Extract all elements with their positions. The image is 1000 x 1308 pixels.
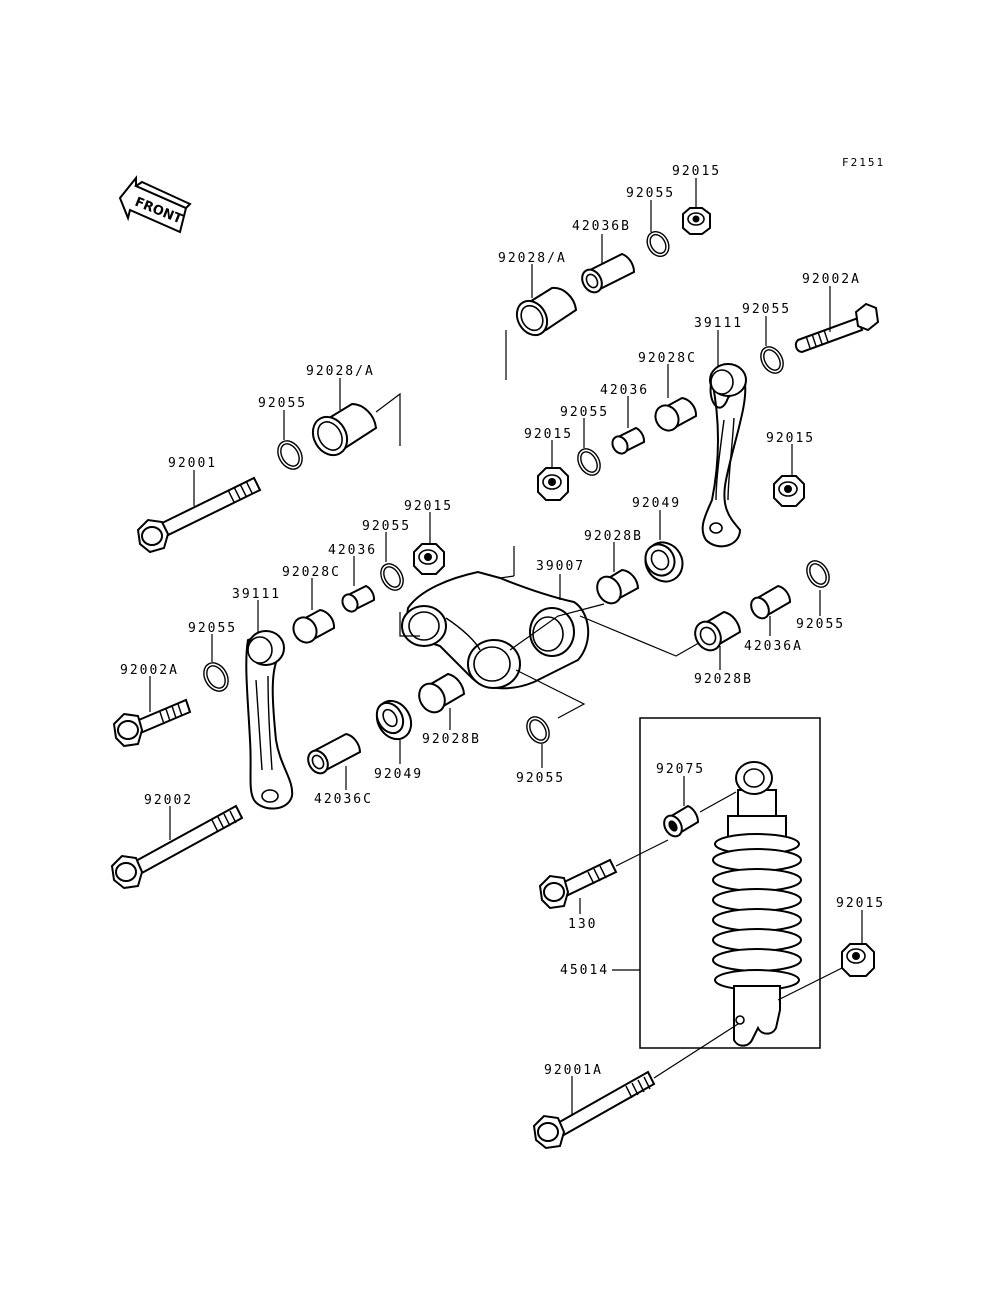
sleeve-42036B (581, 252, 636, 294)
label-92055-right-top: 92055 (742, 302, 791, 317)
nut-92015-top (682, 207, 711, 235)
label-92002A-left: 92002A (120, 663, 179, 678)
bushing-92028B-lower (418, 672, 466, 714)
label-39007: 39007 (536, 559, 585, 574)
label-92015-right: 92015 (766, 431, 815, 446)
label-92055-left: 92055 (188, 621, 237, 636)
label-42036C: 42036C (314, 792, 373, 807)
bushing-92075 (663, 804, 700, 838)
ring-92055-top (646, 230, 670, 258)
label-92055-mid: 92055 (560, 405, 609, 420)
bushing-92028C-right (654, 396, 698, 432)
ring-92055-center (380, 563, 404, 591)
bolt-92002A-right (794, 302, 880, 354)
label-92028C-left: 92028C (282, 565, 341, 580)
bushing-92028B-right (694, 610, 742, 652)
label-42036A: 42036A (744, 639, 803, 654)
label-130: 130 (568, 917, 597, 932)
shock-assembly-frame (639, 717, 821, 1049)
sleeve-42036-right (611, 426, 646, 455)
label-92055-top: 92055 (626, 186, 675, 201)
sleeve-42036A (750, 584, 792, 620)
label-42036-right: 42036 (600, 383, 649, 398)
seal-92049-right (644, 541, 684, 583)
nut-92015-mid (537, 467, 569, 501)
link-rod-39111-left (245, 630, 294, 810)
label-45014: 45014 (560, 963, 609, 978)
nut-92015-shock (841, 943, 875, 977)
label-92015-top: 92015 (672, 164, 721, 179)
nut-92015-center (413, 543, 445, 575)
label-92055-far-right: 92055 (796, 617, 845, 632)
label-92055-center: 92055 (362, 519, 411, 534)
label-92055-left-top: 92055 (258, 396, 307, 411)
sleeve-42036C (307, 732, 362, 775)
ring-92055-mid (577, 448, 601, 476)
label-42036-center: 42036 (328, 543, 377, 558)
rocker-arm-39007 (401, 570, 590, 690)
bushing-92028B-upper (596, 568, 640, 605)
label-42036B: 42036B (572, 219, 631, 234)
bolt-92001A (532, 1070, 656, 1150)
label-92028B-upper: 92028B (584, 529, 643, 544)
bushing-92028C-left (292, 608, 336, 644)
figure-code: F2151 (842, 156, 885, 169)
sleeve-42036-center (341, 584, 376, 613)
label-92028B-lower: 92028B (422, 732, 481, 747)
label-92049-right: 92049 (632, 496, 681, 511)
ring-92055-left-top (277, 440, 303, 470)
label-92001A: 92001A (544, 1063, 603, 1078)
label-92028B-right: 92028B (694, 672, 753, 687)
link-rod-39111-right (701, 363, 747, 548)
label-92015-center: 92015 (404, 499, 453, 514)
ring-92055-right-top (760, 346, 784, 374)
shock-absorber-45014 (712, 761, 802, 1047)
label-92015-shock: 92015 (836, 896, 885, 911)
label-92002: 92002 (144, 793, 193, 808)
label-92001: 92001 (168, 456, 217, 471)
label-92028C-right: 92028C (638, 351, 697, 366)
ring-92055-left (203, 662, 229, 692)
bushing-92028A-left (311, 402, 378, 457)
ring-92055-far-right (806, 560, 830, 588)
label-39111-left: 39111 (232, 587, 281, 602)
label-92049-lower: 92049 (374, 767, 423, 782)
label-39111-right: 39111 (694, 316, 743, 331)
bushing-92028A-top (515, 286, 578, 337)
label-92028A-left: 92028/A (306, 364, 375, 379)
label-92055-lower: 92055 (516, 771, 565, 786)
bolt-92002A-left (112, 698, 192, 748)
bolt-92001 (136, 476, 262, 554)
nut-92015-right (773, 475, 805, 507)
seal-92049-lower (375, 699, 413, 741)
front-direction-marker: FRONT (118, 175, 192, 234)
label-92028A-top: 92028/A (498, 251, 567, 266)
bolt-92002 (110, 804, 244, 890)
ring-92055-lower (526, 716, 550, 744)
label-92015-mid: 92015 (524, 427, 573, 442)
bolt-130 (538, 858, 618, 910)
label-92002A-right: 92002A (802, 272, 861, 287)
label-92075: 92075 (656, 762, 705, 777)
